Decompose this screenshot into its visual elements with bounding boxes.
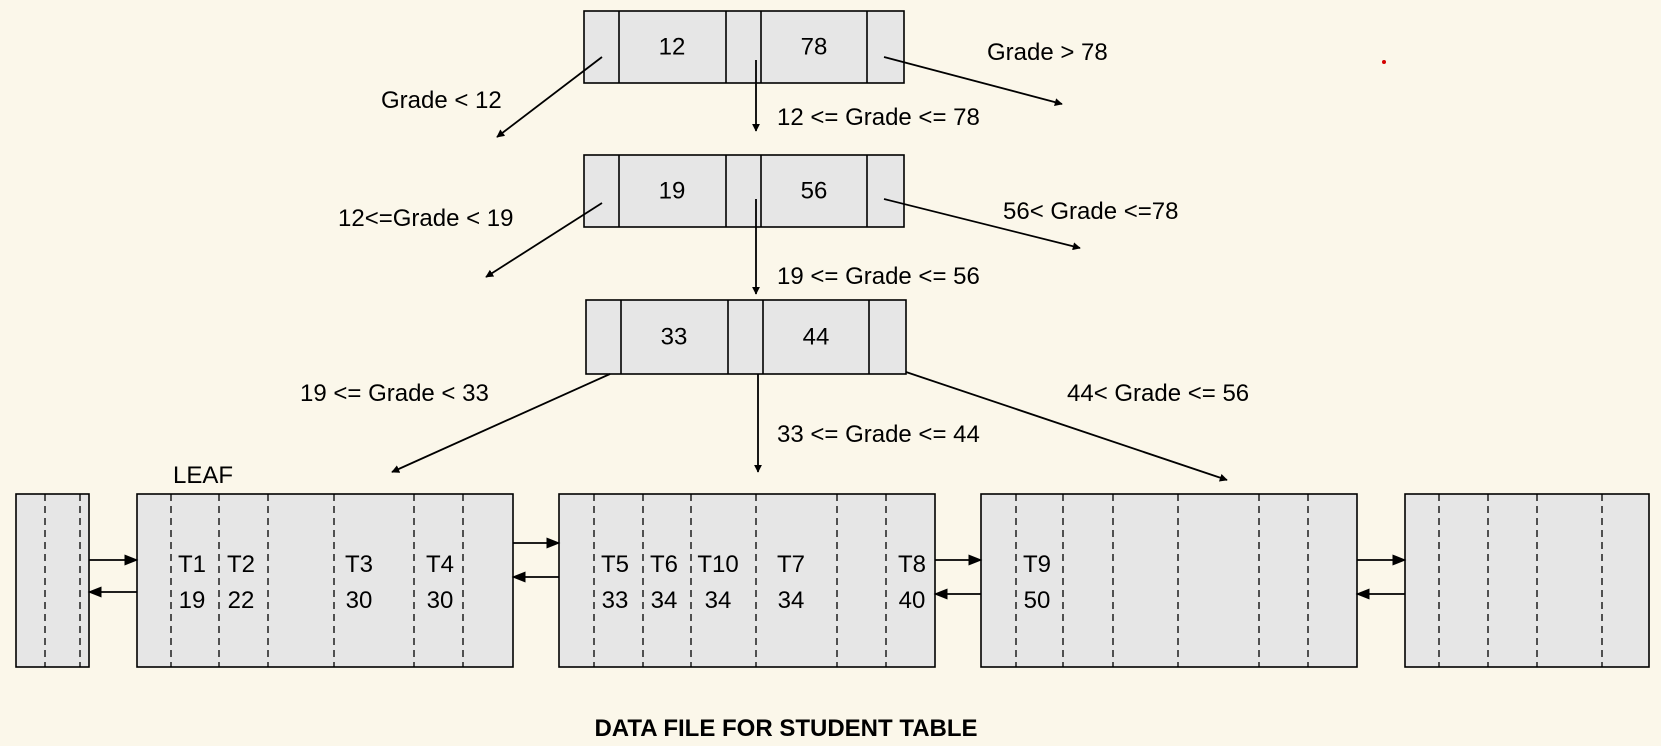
root-key-1: 12 xyxy=(659,34,686,61)
record-grade: 34 xyxy=(651,587,678,614)
root-key-2: 78 xyxy=(801,34,828,61)
label-grade-33-44: 33 <= Grade <= 44 xyxy=(777,421,980,448)
edge-root-right xyxy=(883,56,1063,107)
diagram-caption: DATA FILE FOR STUDENT TABLE xyxy=(594,715,977,742)
leaf-node-3: T5 33 T6 34 T10 34 T7 34 T8 40 xyxy=(558,493,936,668)
edge-level2-left xyxy=(485,202,603,278)
record-id: T3 xyxy=(345,551,373,578)
sibling-pointers xyxy=(87,537,1407,600)
label-grade-lt-12: Grade < 12 xyxy=(381,87,502,114)
record-grade: 30 xyxy=(346,587,373,614)
record-id: T10 xyxy=(697,551,738,578)
level3-key-1: 33 xyxy=(661,324,688,351)
record-id: T6 xyxy=(650,551,678,578)
record-grade: 34 xyxy=(705,587,732,614)
record-grade: 40 xyxy=(899,587,926,614)
record-grade: 33 xyxy=(602,587,629,614)
record-id: T7 xyxy=(777,551,805,578)
record-id: T8 xyxy=(898,551,926,578)
record-id: T2 xyxy=(227,551,255,578)
level3-node: 33 44 xyxy=(585,299,907,375)
level2-key-2: 56 xyxy=(801,178,828,205)
record-id: T4 xyxy=(426,551,454,578)
edge-level2-right xyxy=(883,198,1081,251)
record-id: T9 xyxy=(1023,551,1051,578)
label-grade-12-78: 12 <= Grade <= 78 xyxy=(777,104,980,131)
marker-dot xyxy=(1382,60,1386,64)
label-grade-44-56: 44< Grade <= 56 xyxy=(1067,380,1249,407)
record-grade: 22 xyxy=(228,587,255,614)
label-grade-gt-78: Grade > 78 xyxy=(987,39,1108,66)
root-node: 12 78 xyxy=(583,10,905,84)
label-grade-19-56: 19 <= Grade <= 56 xyxy=(777,263,980,290)
leaf-node-2: T1 19 T2 22 T3 30 T4 30 xyxy=(136,493,514,668)
record-grade: 19 xyxy=(179,587,206,614)
label-grade-56-78: 56< Grade <=78 xyxy=(1003,198,1178,225)
label-grade-12-19: 12<=Grade < 19 xyxy=(338,205,513,232)
record-id: T5 xyxy=(601,551,629,578)
edge-level3-left xyxy=(391,373,611,473)
level2-key-1: 19 xyxy=(659,178,686,205)
level3-key-2: 44 xyxy=(803,324,830,351)
leaf-label: LEAF xyxy=(173,462,233,489)
record-id: T1 xyxy=(178,551,206,578)
leaf-node-4: T9 50 xyxy=(980,493,1358,668)
record-grade: 30 xyxy=(427,587,454,614)
edge-level3-right xyxy=(905,371,1228,482)
label-grade-19-33: 19 <= Grade < 33 xyxy=(300,380,489,407)
level2-node: 19 56 xyxy=(583,154,905,228)
record-grade: 34 xyxy=(778,587,805,614)
leaf-node-1 xyxy=(15,493,90,668)
record-grade: 50 xyxy=(1024,587,1051,614)
edge-root-left xyxy=(496,56,603,138)
leaf-node-5 xyxy=(1404,493,1650,668)
